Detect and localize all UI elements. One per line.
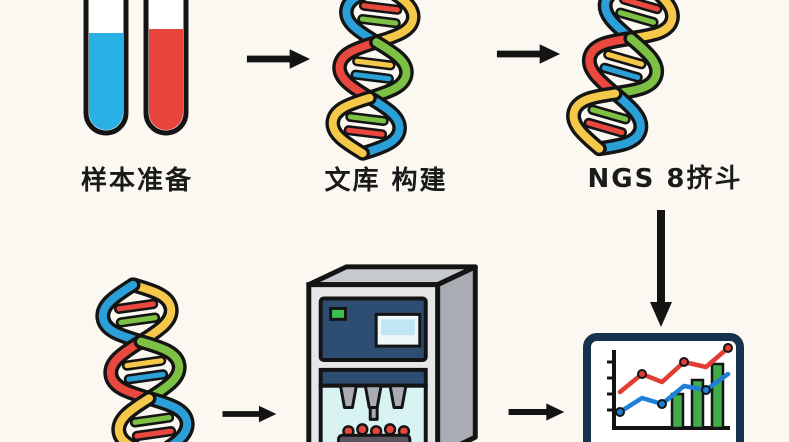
test-tube-red (143, 0, 189, 136)
test-tubes-icon (83, 0, 189, 136)
dna-helix-icon (548, 0, 697, 163)
dispenser-nozzles (339, 384, 408, 421)
dna-helix-icon (81, 277, 210, 442)
dna-helix-icon (312, 0, 434, 160)
sequencer-side-panel (435, 264, 478, 442)
results-chart-monitor-icon (583, 333, 744, 442)
chart-blue-line (615, 371, 731, 417)
sequencer-machine-icon (306, 264, 478, 442)
arrow-down-icon (648, 206, 674, 330)
chart-red-line (617, 343, 733, 395)
sample-plate (337, 423, 412, 442)
sequencer-screen-content (381, 319, 415, 336)
status-led (329, 306, 347, 321)
step-label-library-construction: 文库 构建 (324, 166, 448, 196)
chart-axis-ticks (607, 360, 614, 412)
test-tube-blue (83, 0, 129, 136)
arrow-right-icon (244, 47, 312, 71)
sequencer-navy-bar (318, 367, 428, 388)
step-label-sample-prep: 样本准备 (80, 166, 193, 196)
step-label-ngs-sequencing: NGS 8挤斗 (587, 164, 743, 194)
arrow-right-icon (494, 42, 562, 66)
arrow-right-icon (506, 400, 566, 424)
arrow-right-icon (220, 402, 278, 426)
